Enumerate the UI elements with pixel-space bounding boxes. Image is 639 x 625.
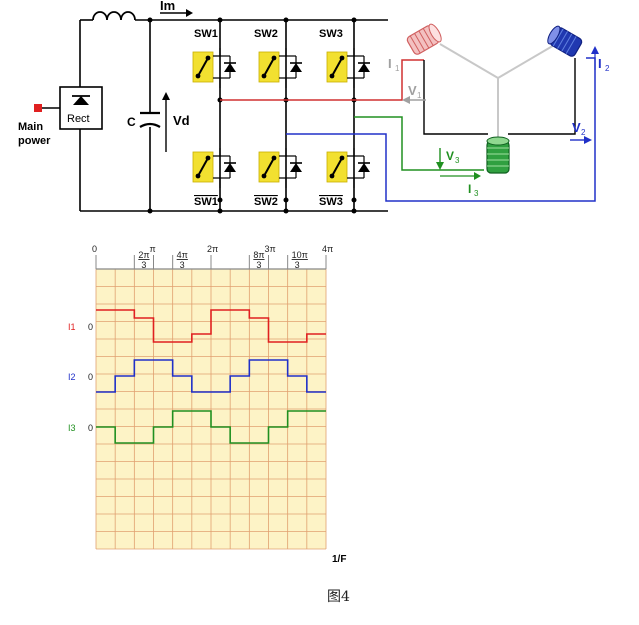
rect-label: Rect — [67, 113, 90, 125]
x-tick-label: 2π — [207, 244, 218, 254]
svg-text:I: I — [598, 56, 602, 71]
x-tick-label-num: 10π — [292, 250, 308, 260]
coil-red-icon — [406, 23, 442, 55]
x-tick-label: 3π — [265, 244, 276, 254]
svg-text:V: V — [408, 83, 417, 98]
svg-text:V: V — [572, 120, 581, 135]
main-power-label-1: Main — [18, 121, 43, 133]
coil-blue-icon — [547, 25, 583, 57]
svg-text:2: 2 — [605, 64, 610, 73]
switch-cells — [147, 17, 370, 214]
row-name: I1 — [68, 322, 76, 332]
svg-text:I: I — [468, 182, 471, 196]
v2-arrow: V 2 — [570, 120, 592, 144]
row-name: I2 — [68, 372, 76, 382]
current-waveform-i3 — [96, 410, 326, 444]
x-tick-label: 4π — [322, 244, 333, 254]
switch-cell — [258, 48, 302, 103]
svg-text:1: 1 — [417, 91, 422, 100]
x-axis-label: 1/F — [332, 554, 346, 565]
switch-cell — [258, 148, 302, 203]
x-tick-label-den: 3 — [141, 260, 146, 270]
junction-dot — [147, 17, 153, 23]
v3-arrow: V 3 — [436, 148, 460, 170]
sw2-top-label: SW2 — [254, 28, 278, 40]
x-tick-label-num: 2π — [138, 250, 149, 260]
figure-caption: 图4 — [327, 589, 350, 605]
sw1-bottom-label: SW1 — [194, 196, 218, 208]
x-tick-label-den: 3 — [256, 260, 261, 270]
junction-dot — [351, 208, 357, 214]
vd-arrow — [162, 92, 170, 152]
row-zero: 0 — [88, 322, 93, 332]
phase-wires — [220, 57, 596, 202]
main-power-terminal — [34, 104, 42, 112]
i1-label: I 1 — [388, 56, 400, 73]
im-current-arrow — [160, 9, 193, 17]
row-name: I3 — [68, 423, 76, 433]
v1-arrow: V 1 — [402, 83, 426, 104]
junction-dot — [283, 208, 289, 214]
svg-text:V: V — [446, 149, 454, 163]
i3-label: I 3 — [440, 172, 481, 198]
svg-text:1: 1 — [395, 64, 400, 73]
switch-cell — [192, 48, 236, 103]
x-tick-label: 0 — [92, 244, 97, 254]
coil-green-icon — [486, 136, 510, 174]
junction-dot — [283, 17, 289, 23]
junction-dot — [147, 208, 153, 214]
x-tick-label-den: 3 — [295, 260, 300, 270]
switch-cell — [192, 148, 236, 203]
sw2-bottom-label: SW2 — [254, 196, 278, 208]
vd-label: Vd — [173, 113, 190, 128]
x-tick-label-den: 3 — [180, 260, 185, 270]
row-zero: 0 — [88, 423, 93, 433]
x-tick-label-num: 4π — [177, 250, 188, 260]
current-waveform-i1 — [96, 309, 326, 343]
i2-label: I 2 — [591, 46, 610, 73]
svg-text:3: 3 — [474, 189, 479, 198]
x-tick-label: π — [150, 244, 156, 254]
svg-text:3: 3 — [455, 156, 460, 165]
rectifier-block: Rect — [59, 86, 103, 130]
capacitor-icon — [139, 111, 161, 128]
sw1-top-label: SW1 — [194, 28, 218, 40]
sw3-bottom-label: SW3 — [319, 196, 343, 208]
motor-star — [423, 43, 576, 140]
svg-text:I: I — [388, 56, 392, 71]
current-waveform-i2 — [96, 359, 326, 393]
inductor-icon — [92, 11, 136, 21]
main-power-label-2: power — [18, 135, 51, 147]
sw3-top-label: SW3 — [319, 28, 343, 40]
junction-dot — [217, 208, 223, 214]
capacitor-label: C — [127, 115, 136, 129]
svg-text:2: 2 — [581, 128, 586, 137]
im-label: Im — [160, 0, 175, 13]
x-tick-label-num: 8π — [253, 250, 264, 260]
row-zero: 0 — [88, 372, 93, 382]
switch-cell — [326, 48, 370, 103]
junction-dot — [217, 17, 223, 23]
switch-cell — [326, 148, 370, 203]
junction-dot — [351, 17, 357, 23]
